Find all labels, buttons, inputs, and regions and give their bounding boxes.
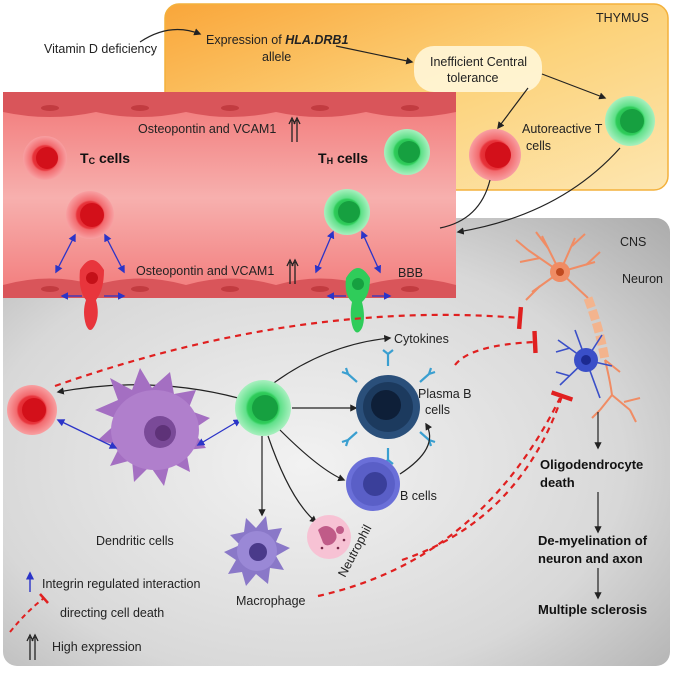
autoreactive-line2: cells [526, 139, 551, 153]
osteopontin-top-label: Osteopontin and VCAM1 [138, 122, 276, 136]
legend-death-line-icon [9, 597, 45, 633]
vitamin-d-label: Vitamin D deficiency [44, 42, 158, 56]
autoreactive-line1: Autoreactive T [522, 122, 603, 136]
neuron-cell [515, 231, 641, 423]
tc-main: T [80, 150, 89, 166]
arrow-tolerance-to-tc [497, 87, 529, 130]
dendritic-cells-label: Dendritic cells [96, 534, 174, 548]
vessel-tc-cell-2 [66, 191, 114, 239]
tc-sub: C [89, 156, 96, 166]
oligodendrocyte-cell [555, 329, 613, 399]
legend-death-label: directing cell death [60, 606, 164, 620]
arrow-th-to-cytokines [261, 334, 392, 393]
expression-label: Expression of HLA.DRB1 [206, 33, 348, 47]
tc-cells-label: TC cells [80, 150, 130, 166]
arrow-vitd-to-expression [139, 28, 202, 43]
arrow-b-to-plasma [399, 422, 433, 475]
multiple-sclerosis-label: Multiple sclerosis [538, 602, 647, 617]
th-main: T [318, 150, 327, 166]
demyelination-line1: De-myelination of [538, 533, 648, 548]
vessel-wall-top [3, 92, 456, 117]
dendritic-cell [95, 368, 210, 486]
legend-death-tee-icon [39, 593, 49, 604]
arrow-tolerance-to-th [541, 73, 607, 100]
cytokines-label: Cytokines [394, 332, 449, 346]
expression-allele: HLA.DRB1 [285, 33, 348, 47]
demyelination-line2: neuron and axon [538, 551, 643, 566]
integrin-arrows [55, 230, 392, 300]
thymus-th-cell [605, 96, 655, 146]
vessel-tc-cell-1 [23, 136, 67, 180]
legend-high-label: High expression [52, 640, 142, 654]
expression-allele-line2: allele [262, 50, 291, 64]
thymus-tc-cell [469, 129, 521, 181]
cns-panel [3, 218, 670, 666]
plasma-b-line2: cells [425, 403, 450, 417]
arrow-thymus-th-out [456, 147, 621, 235]
tolerance-line1: Inefficient Central [430, 55, 527, 69]
arrow-expression-to-tolerance [335, 45, 414, 65]
th-sub: H [327, 156, 334, 166]
legend: Integrin regulated interaction directing… [9, 571, 200, 660]
osteopontin-bottom-label: Osteopontin and VCAM1 [136, 264, 274, 278]
legend-integrin-label: Integrin regulated interaction [42, 577, 200, 591]
neuron-label: Neuron [622, 272, 663, 286]
tc-suffix: cells [95, 150, 130, 166]
tolerance-line2: tolerance [447, 71, 498, 85]
th-output-arrows [258, 404, 358, 523]
tolerance-box [414, 46, 542, 92]
cns-tc-cell [7, 385, 57, 435]
integrin-arrows-cns [56, 419, 242, 449]
plasma-b-line1: Plasma B [418, 387, 472, 401]
macrophage-cell [224, 516, 290, 586]
th-suffix: cells [333, 150, 368, 166]
transmigrating-tc-cell [79, 260, 104, 330]
expression-prefix: Expression of [206, 33, 285, 47]
high-expression-arrows-bottom [286, 258, 299, 284]
oligodendrocyte-line1: Oligodendrocyte [540, 457, 643, 472]
bbb-label: BBB [398, 266, 423, 280]
cns-label: CNS [620, 235, 646, 249]
thymus-label: THYMUS [596, 11, 649, 25]
vessel-th-cell-2 [324, 189, 370, 235]
b-cell [346, 457, 400, 511]
b-cells-label: B cells [400, 489, 437, 503]
th-cells-label: TH cells [318, 150, 368, 166]
vessel-wall-bottom [3, 278, 456, 298]
neutrophil-cell [307, 515, 351, 559]
macrophage-label: Macrophage [236, 594, 306, 608]
high-expression-arrows-top [288, 116, 301, 142]
oligodendrocyte-line2: death [540, 475, 575, 490]
transmigrating-th-cell [345, 268, 370, 333]
death-lines [54, 306, 574, 598]
vessel-th-cell-1 [384, 129, 430, 175]
legend-high-expression-icon [26, 633, 39, 660]
plasma-b-cell [341, 349, 436, 465]
arrow-thymus-tc-out [439, 179, 491, 229]
cns-th-cell [235, 380, 291, 436]
